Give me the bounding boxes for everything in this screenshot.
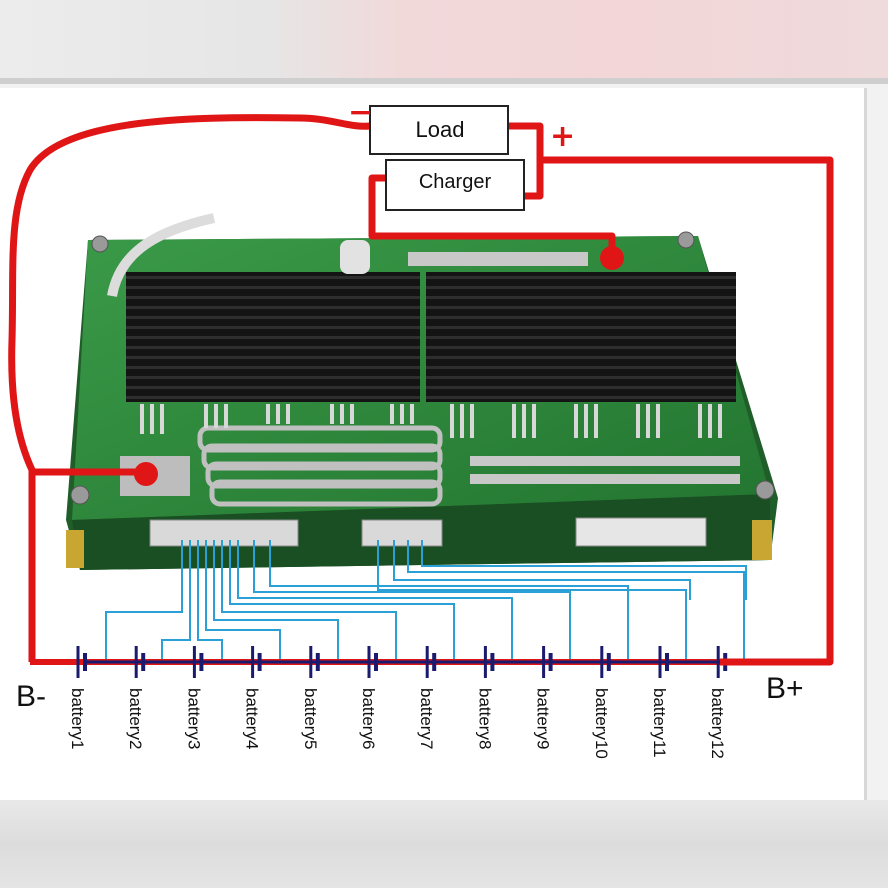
battery-cell-symbol [425, 646, 437, 678]
top-background-band [0, 0, 888, 84]
battery-label: battery5 [301, 688, 320, 749]
battery-cell-symbol [542, 646, 553, 678]
p-minus-pad-dot [600, 246, 624, 270]
battery-label: battery4 [243, 688, 262, 749]
aux-connector [575, 517, 707, 547]
battery-label: battery8 [475, 688, 494, 749]
battery-label: battery7 [417, 688, 436, 749]
battery-cell-symbol [76, 646, 87, 678]
mounting-hole [755, 480, 775, 500]
battery-cell-symbol [658, 646, 669, 678]
battery-cell-symbol [367, 646, 378, 678]
battery-string [30, 646, 828, 678]
mounting-hole [677, 231, 695, 249]
battery-label: battery12 [708, 688, 727, 759]
battery-cell-symbol [251, 646, 262, 678]
balance-connector-2 [361, 519, 443, 547]
battery-label: battery1 [68, 688, 87, 749]
load-label: Load [416, 117, 465, 142]
battery-label: battery3 [184, 688, 203, 749]
balance-connector-1 [149, 519, 299, 547]
board-label-patch [340, 240, 370, 274]
b-minus-pad-dot [134, 462, 158, 486]
battery-label: battery9 [534, 688, 553, 749]
mounting-hole [70, 485, 90, 505]
main-power-wires [8, 114, 834, 666]
balance-sense-wires [105, 540, 747, 662]
charger-box: Charger [385, 159, 525, 211]
battery-cell-symbol [600, 646, 611, 678]
heatsink-left [126, 272, 420, 402]
battery-label: battery10 [592, 688, 611, 759]
standoff [752, 520, 772, 560]
bottom-background-band [0, 800, 888, 888]
battery-cell-symbol [192, 646, 204, 678]
shunt-wires [197, 425, 443, 507]
busbar [408, 252, 588, 266]
mosfet-legs [140, 404, 722, 438]
battery-label: battery11 [650, 688, 669, 758]
battery-label: battery6 [359, 688, 378, 749]
negative-sign: − [348, 95, 373, 130]
battery-cell-symbol [309, 646, 320, 678]
positive-sign: + [550, 119, 575, 154]
charger-label: Charger [419, 171, 492, 193]
busbar [470, 474, 740, 484]
battery-cell-symbol [483, 646, 495, 678]
heatsink-right [426, 272, 736, 402]
standoff [66, 530, 84, 568]
battery-cell-symbol [134, 646, 146, 678]
mounting-hole [91, 235, 109, 253]
load-box: Load [369, 105, 509, 155]
b-minus-label: B- [16, 680, 46, 713]
busbar [470, 456, 740, 466]
b-plus-label: B+ [766, 672, 804, 705]
bms-board [66, 213, 778, 570]
battery-labels: battery1 battery2 battery3 battery4 battery5… [68, 688, 727, 759]
thermistor-wire [107, 213, 216, 298]
battery-label: battery2 [126, 688, 145, 749]
